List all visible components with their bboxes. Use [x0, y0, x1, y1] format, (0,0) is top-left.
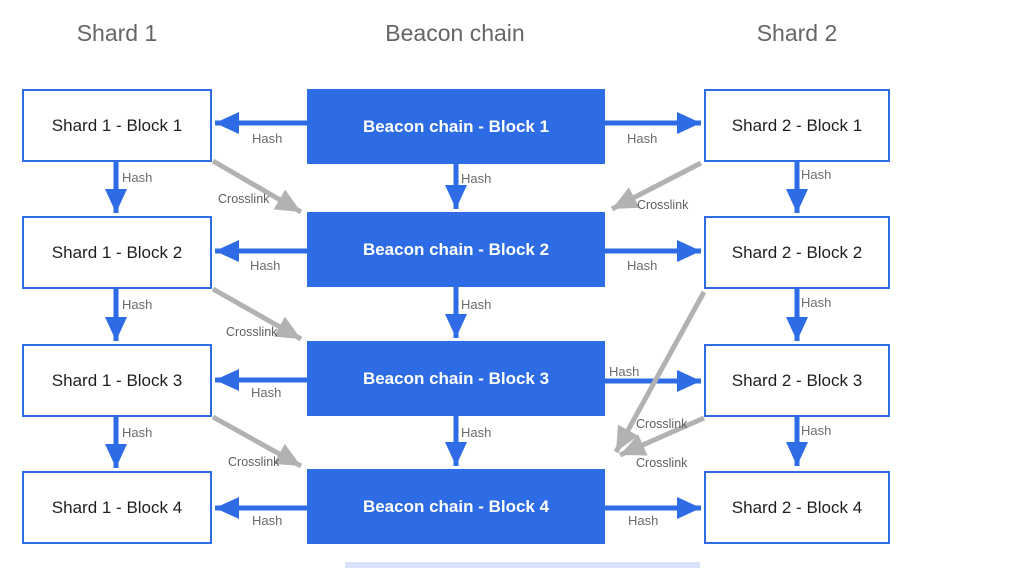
hash-label: Hash	[461, 297, 492, 312]
cropped-next-block-strip	[345, 562, 700, 568]
hash-label: Hash	[801, 295, 832, 310]
hash-label: Hash	[251, 385, 282, 400]
crosslink-label: Crosslink	[636, 417, 688, 431]
hash-label: Hash	[628, 513, 659, 528]
hash-label: Hash	[609, 364, 640, 379]
shard2-block-3: Shard 2 - Block 3	[704, 344, 890, 417]
hash-label: Hash	[461, 425, 492, 440]
crosslink-arrow-shard1b3-beacon4	[211, 414, 303, 469]
beacon-block-1: Beacon chain - Block 1	[307, 89, 605, 164]
shard2-block-2: Shard 2 - Block 2	[704, 216, 890, 289]
beacon-block-3: Beacon chain - Block 3	[307, 341, 605, 416]
crosslink-label: Crosslink	[218, 192, 270, 206]
hash-label: Hash	[250, 258, 281, 273]
hash-label: Hash	[801, 167, 832, 182]
column-header-shard2: Shard 2	[756, 20, 838, 46]
crosslink-label: Crosslink	[637, 198, 689, 212]
column-header-shard1: Shard 1	[76, 20, 158, 46]
shard2-block-1: Shard 2 - Block 1	[704, 89, 890, 162]
beacon-block-2: Beacon chain - Block 2	[307, 212, 605, 287]
hash-label: Hash	[627, 258, 658, 273]
hash-label: Hash	[801, 423, 832, 438]
crosslink-arrow-shard2b3-beacon4	[618, 415, 706, 458]
crosslink-label: Crosslink	[226, 325, 278, 339]
shard1-block-2: Shard 1 - Block 2	[22, 216, 212, 289]
column-header-beacon: Beacon chain	[385, 20, 525, 46]
crosslink-arrow-shard2b1-beacon2	[610, 160, 703, 212]
hash-label: Hash	[627, 131, 658, 146]
hash-label: Hash	[252, 513, 283, 528]
hash-label: Hash	[122, 425, 153, 440]
shard1-block-1: Shard 1 - Block 1	[22, 89, 212, 162]
crosslink-label: Crosslink	[228, 455, 280, 469]
shard1-block-3: Shard 1 - Block 3	[22, 344, 212, 417]
crosslink-label: Crosslink	[636, 456, 688, 470]
hash-label: Hash	[122, 297, 153, 312]
shard2-block-4: Shard 2 - Block 4	[704, 471, 890, 544]
crosslink-arrow-shard2b2-beacon4	[613, 290, 707, 454]
crosslink-arrow-shard1b2-beacon3	[211, 286, 303, 342]
crosslink-arrow-shard1b1-beacon2	[211, 158, 303, 215]
hash-label: Hash	[461, 171, 492, 186]
beacon-block-4: Beacon chain - Block 4	[307, 469, 605, 544]
hash-label: Hash	[122, 170, 153, 185]
shard1-block-4: Shard 1 - Block 4	[22, 471, 212, 544]
hash-label: Hash	[252, 131, 283, 146]
